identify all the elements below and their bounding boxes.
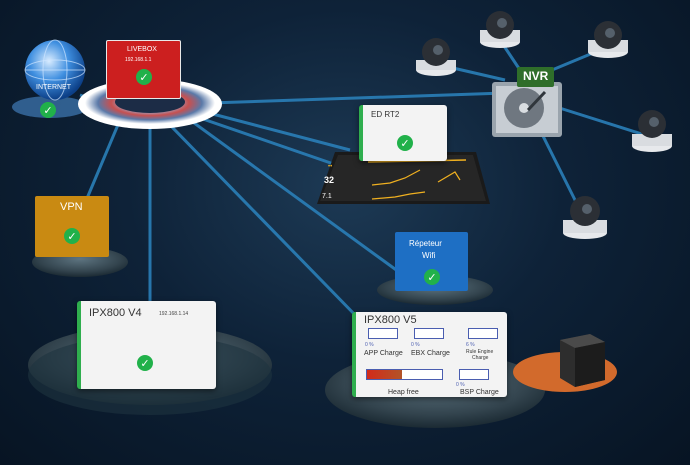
ebx-charge-gauge <box>414 328 444 339</box>
heap-free-label: Heap free <box>388 389 419 396</box>
app-charge-label: APP Charge <box>364 350 403 357</box>
vpn-title: VPN <box>60 201 83 213</box>
camera-icon <box>416 38 456 76</box>
internet-label: INTERNET <box>36 84 71 91</box>
ed-rt2-title: ED RT2 <box>371 110 400 119</box>
livebox-card[interactable]: LIVEBOX 192.168.1.1 ✓ <box>106 40 181 99</box>
dashboard-screen: •• 32 7.1 <box>317 152 490 204</box>
svg-text:••: •• <box>328 164 332 170</box>
hard-drive-icon <box>492 82 562 137</box>
check-icon: ✓ <box>424 269 440 285</box>
rule-engine-gauge <box>468 328 498 339</box>
camera-icon <box>632 110 672 152</box>
check-icon: ✓ <box>397 135 413 151</box>
repeater-label-line1: Répeteur <box>409 239 442 248</box>
internet-node[interactable]: INTERNET ✓ <box>30 82 86 118</box>
livebox-title: LIVEBOX <box>127 46 157 53</box>
bsp-charge-gauge <box>459 369 489 380</box>
repeater-card[interactable]: Répeteur Wifi ✓ <box>395 232 468 291</box>
heap-free-fill <box>367 370 403 379</box>
ups-icon <box>560 334 605 387</box>
bsp-charge-label: BSP Charge <box>460 389 499 396</box>
globe-icon <box>24 39 86 101</box>
ebx-charge-label: EBX Charge <box>411 350 450 357</box>
nvr-badge <box>517 67 554 87</box>
livebox-ip: 192.168.1.1 <box>125 57 152 63</box>
svg-text:7.1: 7.1 <box>322 193 332 200</box>
check-icon: ✓ <box>64 228 80 244</box>
rule-engine-value: 6 % <box>466 342 475 348</box>
ipx800v4-card[interactable]: IPX800 V4 192.168.1.14 ✓ <box>77 301 216 389</box>
ipx800v5-card[interactable]: IPX800 V5 0 % APP Charge 0 % EBX Charge … <box>352 312 507 397</box>
rule-engine-label: Rule Engine <box>466 349 494 355</box>
camera-icon <box>563 196 607 239</box>
ed-rt2-card[interactable]: ED RT2 ✓ <box>359 105 447 161</box>
nvr-label: NVR <box>523 69 549 83</box>
svg-text:32: 32 <box>324 175 334 185</box>
app-charge-value: 0 % <box>365 342 374 348</box>
bsp-charge-value: 0 % <box>456 382 465 388</box>
check-icon: ✓ <box>40 102 56 118</box>
ipx800v4-ip: 192.168.1.14 <box>159 311 189 317</box>
heap-free-bar <box>366 369 443 380</box>
vpn-card[interactable]: VPN ✓ <box>35 196 109 257</box>
rule-engine-label-2: Charge <box>472 355 489 361</box>
ipx800v4-title: IPX800 V4 <box>89 307 142 319</box>
repeater-label-line2: Wifi <box>422 251 436 260</box>
check-icon: ✓ <box>136 69 152 85</box>
camera-icon <box>480 11 520 48</box>
ebx-charge-value: 0 % <box>411 342 420 348</box>
camera-icon <box>588 21 628 58</box>
check-icon: ✓ <box>137 355 153 371</box>
app-charge-gauge <box>368 328 398 339</box>
ipx800v5-title: IPX800 V5 <box>364 314 417 326</box>
